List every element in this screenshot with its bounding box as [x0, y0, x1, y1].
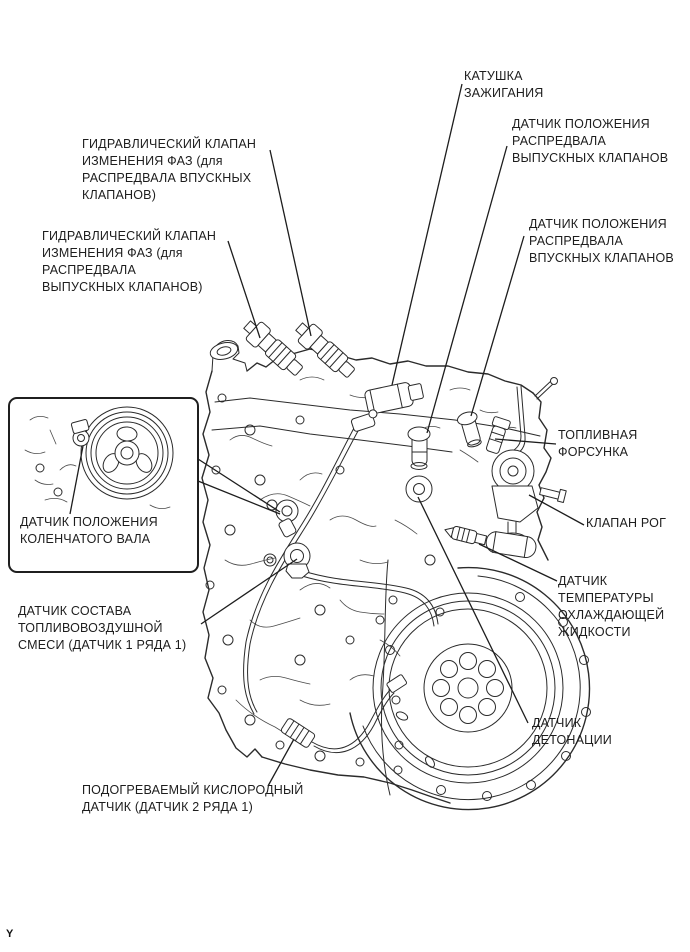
label-heated-oxygen-sensor: ПОДОГРЕВАЕМЫЙ КИСЛОРОДНЫЙ ДАТЧИК (ДАТЧИК… — [82, 783, 304, 814]
label-crankshaft-position-sensor: ДАТЧИК ПОЛОЖЕНИЯ КОЛЕНЧАТОГО ВАЛА — [20, 515, 158, 546]
label-egr-valve: КЛАПАН РОГ — [586, 516, 667, 530]
leader-line-fuel_injector — [494, 438, 557, 445]
ignition-coil-part — [364, 382, 424, 419]
leader-line-egr_valve — [528, 494, 585, 526]
label-ignition-coil: КАТУШКА ЗАЖИГАНИЯ — [464, 69, 544, 100]
leader-line-camshaft_position_exhaust — [426, 145, 508, 434]
leader-line-inset_link_top — [197, 458, 281, 513]
cam-sensor-exhaust-part — [407, 426, 431, 470]
flywheel — [349, 566, 591, 811]
label-knock-sensor: ДАТЧИК ДЕТОНАЦИИ — [532, 716, 612, 747]
o2-sensor-part — [280, 674, 408, 754]
crank-sensor-part — [266, 499, 299, 538]
coolant-temp-sensor-part — [444, 525, 488, 546]
label-air-fuel-ratio-sensor: ДАТЧИК СОСТАВА ТОПЛИВОВОЗДУШНОЙ СМЕСИ (Д… — [18, 604, 187, 652]
vvt-solenoid-intake — [295, 322, 355, 378]
leader-line-hydraulic_valve_exhaust — [227, 240, 261, 339]
leader-line-camshaft_position_intake — [470, 235, 525, 417]
vvt-solenoid-exhaust — [243, 320, 303, 376]
label-coolant-temp-sensor: ДАТЧИК ТЕМПЕРАТУРЫ ОХЛАЖДАЮЩЕЙ ЖИДКОСТИ — [558, 574, 665, 639]
egr-valve-part — [491, 449, 567, 546]
label-hydraulic-valve-intake: ГИДРАВЛИЧЕСКИЙ КЛАПАН ИЗМЕНЕНИЯ ФАЗ (для… — [82, 137, 257, 202]
leader-line-knock_sensor — [417, 496, 529, 724]
pipe-cylinder — [485, 531, 537, 559]
leader-line-air_fuel_ratio_sensor — [200, 558, 298, 625]
label-camshaft-position-intake: ДАТЧИК ПОЛОЖЕНИЯ РАСПРЕДВАЛА ВПУСКНЫХ КЛ… — [529, 217, 674, 265]
leader-line-heated_oxygen_sensor — [267, 738, 295, 787]
label-fuel-injector: ТОПЛИВНАЯ ФОРСУНКА — [558, 428, 638, 459]
label-hydraulic-valve-exhaust: ГИДРАВЛИЧЕСКИЙ КЛАПАН ИЗМЕНЕНИЯ ФАЗ (для… — [42, 229, 217, 294]
afr-sensor-part — [283, 542, 311, 579]
leader-line-hydraulic_valve_intake — [269, 149, 312, 337]
crank-pulley-inset — [8, 397, 199, 573]
knock-sensor-part — [405, 475, 433, 503]
leader-line-coolant_temp_sensor — [478, 543, 558, 582]
page-marker: Y — [6, 928, 14, 940]
label-camshaft-position-exhaust: ДАТЧИК ПОЛОЖЕНИЯ РАСПРЕДВАЛА ВЫПУСКНЫХ К… — [512, 117, 669, 165]
fuel-injector-part — [485, 416, 511, 454]
leader-line-crankshaft_position_sensor — [69, 445, 84, 515]
leader-line-inset_link_bottom — [197, 480, 281, 515]
cam-sensor-intake-part — [456, 411, 482, 448]
leader-line-ignition_coil — [391, 83, 463, 386]
leader-lines — [69, 83, 585, 787]
